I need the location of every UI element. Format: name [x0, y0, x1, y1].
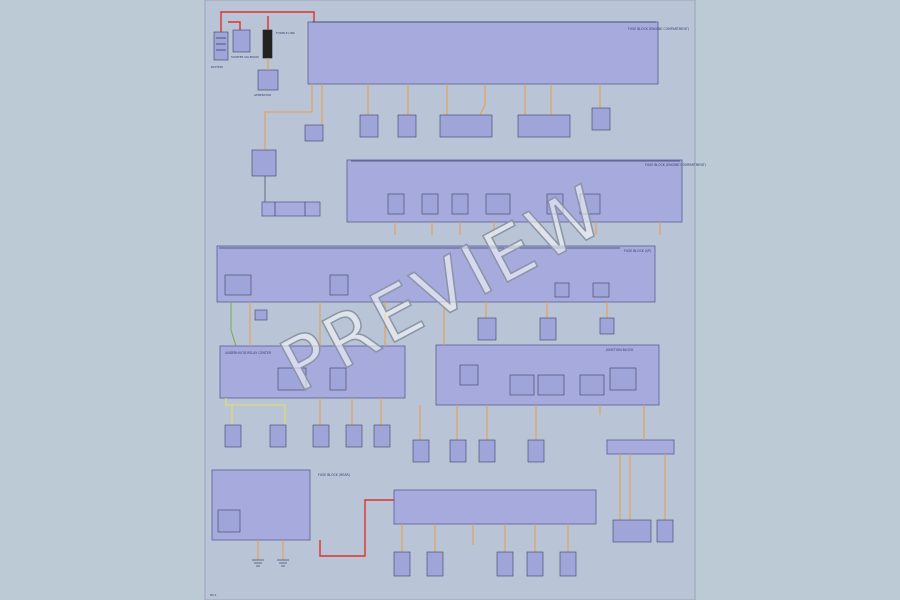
generator-label: GENERATOR — [254, 93, 271, 97]
generator — [257, 69, 279, 91]
panel-title-mid-fuse: FUSE BLOCK (ENGINE COMPARTMENT) — [645, 163, 706, 167]
starter-label: STARTER SOLENOID — [231, 55, 259, 59]
starter-solenoid — [232, 29, 251, 53]
panel-side-connector — [606, 439, 675, 455]
battery-symbol — [213, 31, 229, 61]
load-components — [217, 107, 674, 577]
wires-power — [220, 11, 394, 557]
fusible-link — [262, 29, 273, 59]
panel-lower-fuse-block — [393, 489, 597, 525]
ground-symbols — [252, 559, 289, 567]
panel-ip-fuse-block — [216, 245, 656, 303]
battery-label: BATTERY — [211, 65, 224, 69]
power-source-section: BATTERY STARTER SOLENOID FUSIBLE LINK GE… — [210, 29, 295, 597]
wires-green — [230, 302, 237, 347]
panel-top-fuse-block — [307, 21, 659, 85]
wires-yellow — [225, 398, 286, 425]
panel-title-ip-fuse: FUSE BLOCK (I/P) — [624, 249, 651, 253]
panel-title-rear-fuse: FUSE BLOCK (REAR) — [318, 473, 350, 477]
panel-title-top-fuse: FUSE BLOCK (ENGINE COMPARTMENT) — [628, 27, 689, 31]
panel-relay-center — [219, 345, 406, 399]
fusible-link-label: FUSIBLE LINK — [276, 31, 295, 35]
page-id-label: PD-1 — [210, 593, 217, 597]
wires-dark — [219, 21, 680, 249]
panel-bus-bar — [261, 201, 321, 217]
wires-orange — [249, 58, 666, 560]
panel-title-relay-center: UNDERHOOD RELAY CENTER — [225, 351, 272, 355]
panel-title-junction: JUNCTION BLOCK — [605, 348, 634, 352]
